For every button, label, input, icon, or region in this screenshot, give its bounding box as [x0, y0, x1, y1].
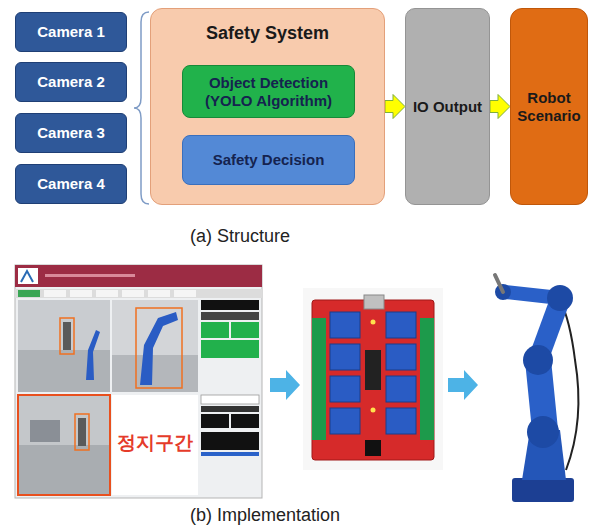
camera-view	[18, 395, 110, 495]
relay	[330, 344, 360, 370]
screen-logo	[18, 268, 38, 284]
screen-logo-mark	[21, 271, 33, 282]
robot-cable	[560, 300, 578, 470]
status-cell	[201, 395, 259, 404]
camera-view	[112, 300, 198, 392]
system-panel-text: Safety System	[206, 23, 329, 45]
terminal-block	[312, 318, 326, 440]
detection-frame	[136, 308, 182, 388]
detection-frame	[75, 414, 89, 450]
camera-box: Camera 4	[15, 164, 127, 204]
camera-box: Camera 2	[15, 62, 127, 102]
status-text: 정지구간	[108, 431, 202, 454]
status-cell	[201, 340, 259, 358]
scenario-box: Robot Scenario	[510, 8, 588, 205]
robot-joint	[547, 285, 573, 311]
status-cell	[201, 322, 229, 338]
flow-arrow	[270, 370, 300, 400]
screen-tab	[148, 290, 170, 297]
process-box-text: Safety Decision	[213, 151, 325, 169]
screen-tab	[44, 290, 66, 297]
screen-header	[15, 265, 262, 287]
screen-tab	[174, 290, 196, 297]
status-cell	[201, 432, 259, 450]
relay-photo-ground	[303, 288, 443, 470]
camera-box-text: Camera 2	[37, 73, 105, 91]
relay	[386, 408, 416, 434]
status-cell	[201, 300, 259, 310]
relay-pcb	[312, 300, 434, 460]
screen-header-bar	[45, 274, 135, 277]
camera-view-floor	[112, 355, 198, 392]
camera-view-floor	[18, 350, 110, 392]
relay	[330, 312, 360, 338]
detection-frame	[60, 318, 74, 354]
robot-joint	[523, 345, 553, 375]
machine-in-view	[30, 420, 60, 442]
robot-arm	[495, 275, 578, 502]
block-arrow	[490, 95, 510, 119]
status-cell	[201, 452, 259, 456]
scenario-box-text: Robot Scenario	[517, 89, 581, 125]
robot-in-view	[86, 330, 100, 380]
process-box-text: Object Detection (YOLO Algorithm)	[189, 74, 348, 110]
output-box-text: IO Output	[413, 98, 482, 116]
welding-torch	[495, 275, 503, 292]
relay	[386, 344, 416, 370]
relay	[330, 376, 360, 402]
camera-bracket	[134, 12, 149, 204]
camera-box-text: Camera 3	[37, 124, 105, 142]
camera-box-text: Camera 1	[37, 23, 105, 41]
monitor-screenshot	[15, 265, 262, 498]
status-cell	[201, 312, 259, 320]
screen-tab	[70, 290, 92, 297]
led	[371, 320, 376, 325]
screen-tab	[18, 290, 40, 297]
process-box: Object Detection (YOLO Algorithm)	[182, 65, 355, 118]
figure-caption: (a) Structure	[140, 226, 340, 248]
person-in-view	[63, 322, 71, 350]
robot-base	[512, 478, 574, 502]
usb-port	[364, 295, 384, 309]
camera-box: Camera 1	[15, 12, 127, 52]
robot-in-view	[140, 312, 178, 385]
terminal-block	[420, 318, 434, 440]
flow-arrow	[448, 370, 478, 400]
system-panel: Safety SystemObject Detection (YOLO Algo…	[150, 8, 385, 205]
status-cell	[231, 414, 259, 428]
block-arrow	[385, 95, 405, 119]
screen-tab	[122, 290, 144, 297]
person-in-view	[78, 418, 86, 446]
relay-board	[303, 288, 443, 470]
status-cell	[201, 414, 229, 428]
figure-caption: (b) Implementation	[165, 505, 365, 527]
status-cell	[201, 406, 259, 412]
screen-tab-row	[15, 289, 262, 298]
output-box: IO Output	[405, 8, 490, 205]
power-jack	[365, 440, 381, 456]
camera-view-floor	[19, 445, 109, 494]
led	[371, 408, 376, 413]
relay	[386, 312, 416, 338]
camera-box-text: Camera 4	[37, 175, 105, 193]
process-box: Safety Decision	[182, 135, 355, 185]
robot-joint	[527, 416, 559, 448]
relay	[330, 408, 360, 434]
screen-frame	[15, 265, 262, 498]
chip	[365, 350, 381, 390]
relay	[386, 376, 416, 402]
screen-tab	[96, 290, 118, 297]
camera-box: Camera 3	[15, 113, 127, 153]
status-cell	[231, 322, 259, 338]
camera-view	[18, 300, 110, 392]
